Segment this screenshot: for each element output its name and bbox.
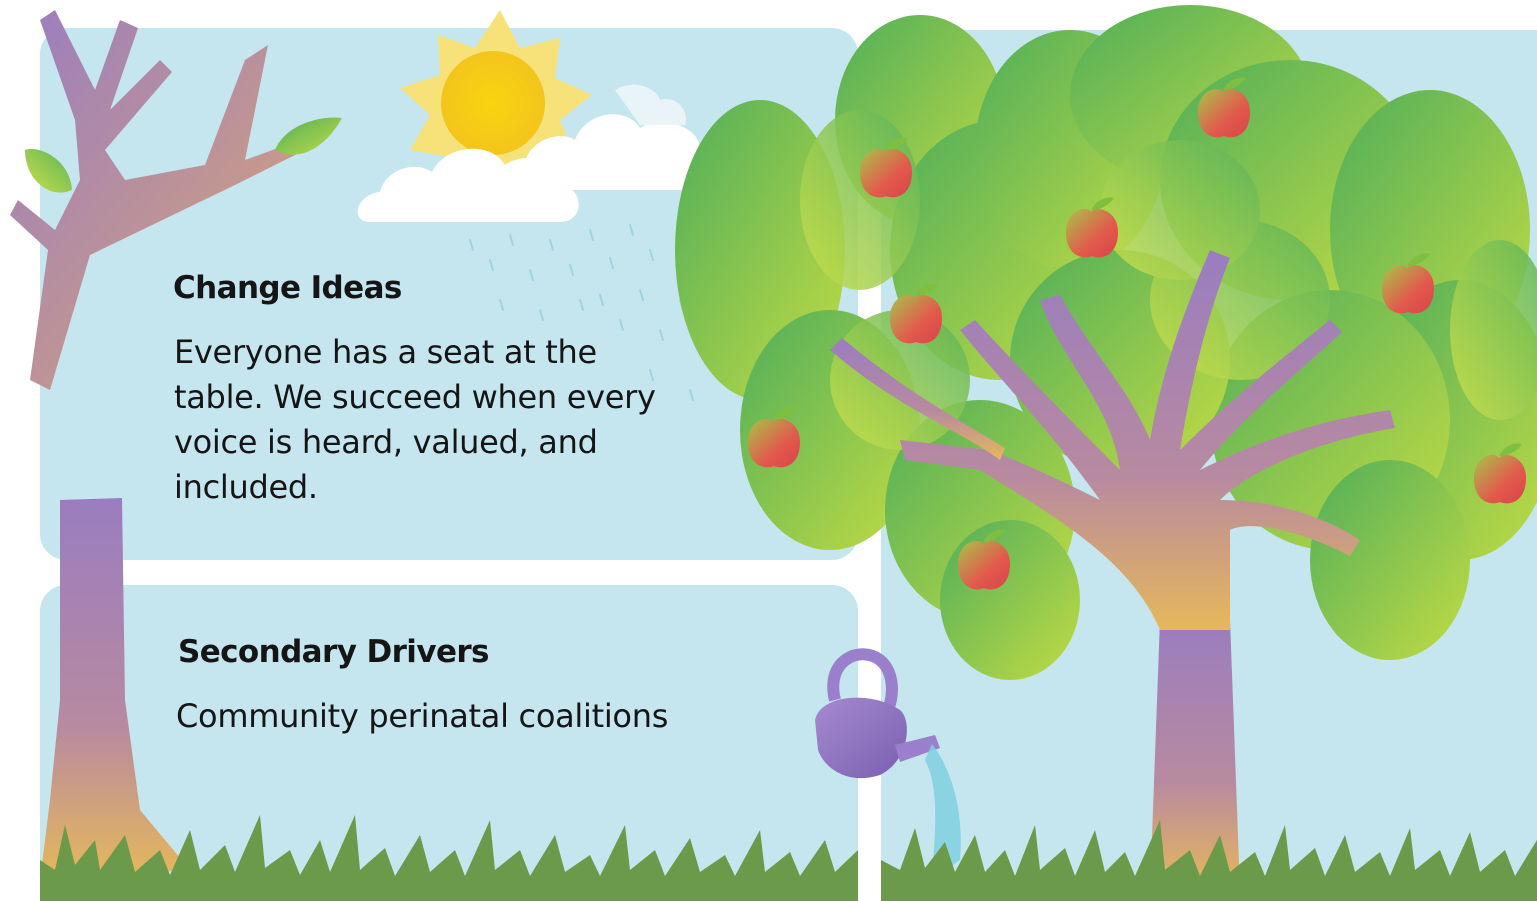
secondary-drivers-panel	[40, 585, 858, 901]
branch-icon	[10, 10, 305, 390]
secondary-drivers-text: Community perinatal coalitions	[176, 697, 669, 735]
watering-can-icon	[815, 648, 961, 880]
change-ideas-text: Everyone has a seat at the table. We suc…	[174, 333, 656, 506]
change-ideas-heading: Change Ideas	[173, 270, 402, 306]
apple-icon	[748, 89, 1526, 590]
cloud-icon	[357, 84, 725, 222]
trunk-icon	[40, 498, 190, 880]
tree-icon	[675, 5, 1537, 890]
secondary-drivers-heading: Secondary Drivers	[178, 634, 490, 670]
grass-icon	[40, 815, 1537, 901]
leaf-icon	[25, 117, 342, 193]
